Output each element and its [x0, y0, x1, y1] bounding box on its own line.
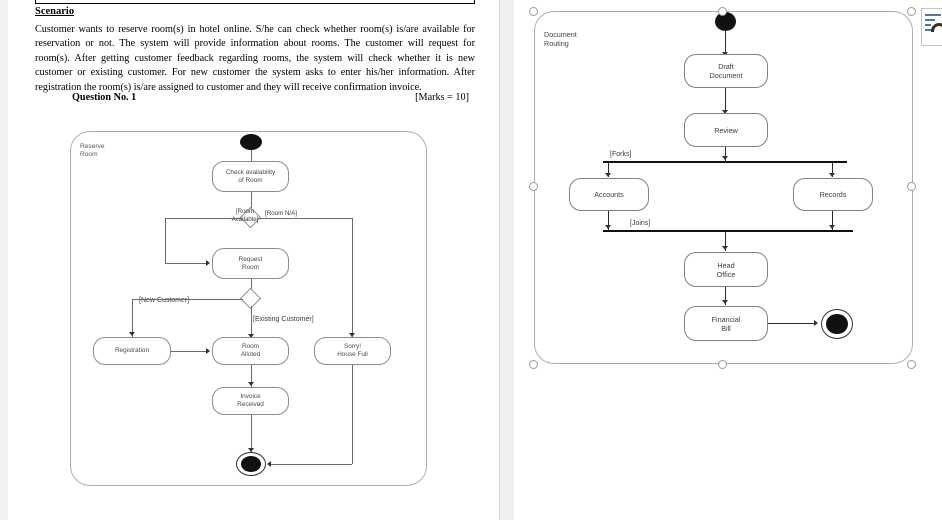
resize-handle-middle-left[interactable]	[529, 182, 538, 191]
activity-records[interactable]: Records	[793, 178, 873, 211]
connector-financial-to-final	[768, 323, 816, 324]
connector-head-to-financial	[725, 287, 726, 305]
thumbnail-preview-panel[interactable]	[921, 8, 942, 46]
guard-forks: [Forks]	[610, 151, 632, 158]
guard-room-na: [Room N/A]	[265, 210, 297, 217]
connector-na-v	[352, 218, 353, 338]
thumbnail-line-2	[925, 19, 935, 21]
diagram-right-frame-label: Document Routing	[544, 30, 577, 48]
diagram-left-frame-label: Reserve Room	[80, 143, 105, 158]
arrowhead-to-review	[722, 110, 728, 114]
connector-records-to-join	[832, 211, 833, 230]
connector-na-h	[258, 218, 352, 219]
connector-available-into-request	[165, 263, 209, 264]
arrowhead-to-fork	[722, 156, 728, 160]
activity-accounts[interactable]: Accounts	[569, 178, 649, 211]
connector-newcust-h	[132, 299, 243, 300]
scenario-heading: Scenario	[35, 6, 75, 17]
document-page-left[interactable]: BC170201473Faisal Mehmood Scenario Custo…	[8, 0, 500, 520]
arrowhead-registration-to-alloted	[206, 348, 210, 354]
arrowhead-to-accounts	[605, 173, 611, 177]
activity-diagram-document-routing[interactable]: Document Routing Draft Document Review […	[534, 11, 913, 364]
resize-handle-top-left[interactable]	[529, 7, 538, 16]
resize-handle-top-center[interactable]	[718, 7, 727, 16]
connector-check-to-decision	[250, 192, 252, 216]
document-header-box: BC170201473Faisal Mehmood	[35, 0, 475, 4]
arrowhead-to-sorry	[349, 333, 355, 337]
connector-invoice-to-final	[250, 415, 252, 453]
arrowhead-to-room-alloted	[247, 334, 254, 338]
arrowhead-accounts-to-join	[605, 225, 611, 229]
connector-join-to-head-office	[725, 232, 726, 251]
resize-handle-bottom-left[interactable]	[529, 360, 538, 369]
page-gutter-left	[0, 0, 8, 520]
arrowhead-to-head-office	[722, 246, 728, 250]
page-gutter-middle	[500, 0, 514, 520]
arrowhead-to-registration	[129, 332, 135, 336]
join-bar[interactable]	[603, 230, 853, 233]
connector-accounts-to-join	[608, 211, 609, 230]
connector-sorry-to-final-h	[271, 464, 352, 465]
thumbnail-arc-icon	[931, 23, 942, 32]
activity-registration[interactable]: Registration	[93, 337, 171, 365]
initial-node[interactable]	[715, 12, 736, 31]
arrowhead-sorry-to-final	[267, 461, 271, 467]
fork-bar[interactable]	[603, 161, 847, 164]
thumbnail-line-3	[925, 24, 931, 26]
activity-invoice-received[interactable]: Invoice Received	[212, 387, 289, 415]
activity-request-room[interactable]: Request Room	[212, 248, 289, 279]
activity-sorry-house-full[interactable]: Sorry! House Full	[314, 337, 391, 365]
thumbnail-line-4	[925, 29, 934, 31]
guard-joins: [Joins]	[630, 220, 651, 227]
guard-new-customer: [New Customer]	[139, 297, 190, 304]
connector-available-h	[165, 218, 243, 219]
resize-handle-top-right[interactable]	[907, 7, 916, 16]
question-marks: [Marks = 10]	[415, 92, 469, 103]
activity-check-availability[interactable]: Check availability of Room	[212, 161, 289, 192]
connector-draft-to-review	[725, 88, 726, 114]
scenario-paragraph: Customer wants to reserve room(s) in hot…	[35, 24, 475, 93]
arrowhead-to-invoice	[247, 382, 254, 386]
activity-review[interactable]: Review	[684, 113, 768, 147]
arrowhead-records-to-join	[829, 225, 835, 229]
connector-initial-to-check	[250, 150, 252, 170]
thumbnail-line-1	[925, 14, 941, 16]
resize-handle-bottom-right[interactable]	[907, 360, 916, 369]
activity-head-office[interactable]: Head Office	[684, 252, 768, 287]
connector-existing-v	[250, 306, 252, 339]
activity-room-alloted[interactable]: Room Alloted	[212, 337, 289, 365]
connector-available-v	[165, 218, 166, 263]
arrowhead-to-final	[814, 320, 818, 326]
arrowhead-to-final	[247, 448, 254, 452]
question-row: Question No. 1 [Marks = 10]	[72, 92, 469, 103]
connector-review-to-fork	[725, 147, 726, 161]
guard-existing-customer: [Existing Customer]	[253, 316, 314, 323]
activity-draft-document[interactable]: Draft Document	[684, 54, 768, 88]
final-node[interactable]	[821, 309, 853, 339]
connector-newcust-v	[132, 299, 133, 337]
question-label: Question No. 1	[72, 92, 137, 103]
arrowhead-to-request-room	[206, 260, 210, 266]
connector-fork-to-records	[832, 163, 833, 177]
initial-node[interactable]	[240, 134, 262, 150]
connector-initial-to-draft	[725, 31, 726, 56]
document-right-edge	[499, 0, 500, 520]
arrowhead-to-records	[829, 173, 835, 177]
guard-room-available: [Room Available]	[231, 208, 259, 223]
final-node[interactable]	[236, 452, 266, 476]
activity-financial-bill[interactable]: Financial Bill	[684, 306, 768, 341]
activity-diagram-reserve-room[interactable]: Reserve Room Check availability of Room …	[70, 131, 427, 486]
resize-handle-bottom-center[interactable]	[718, 360, 727, 369]
connector-registration-to-alloted	[171, 351, 209, 352]
arrowhead-to-financial-bill	[722, 300, 728, 304]
resize-handle-middle-right[interactable]	[907, 182, 916, 191]
connector-sorry-down	[352, 365, 353, 464]
connector-fork-to-accounts	[608, 163, 609, 177]
connector-alloted-to-invoice	[250, 365, 252, 387]
